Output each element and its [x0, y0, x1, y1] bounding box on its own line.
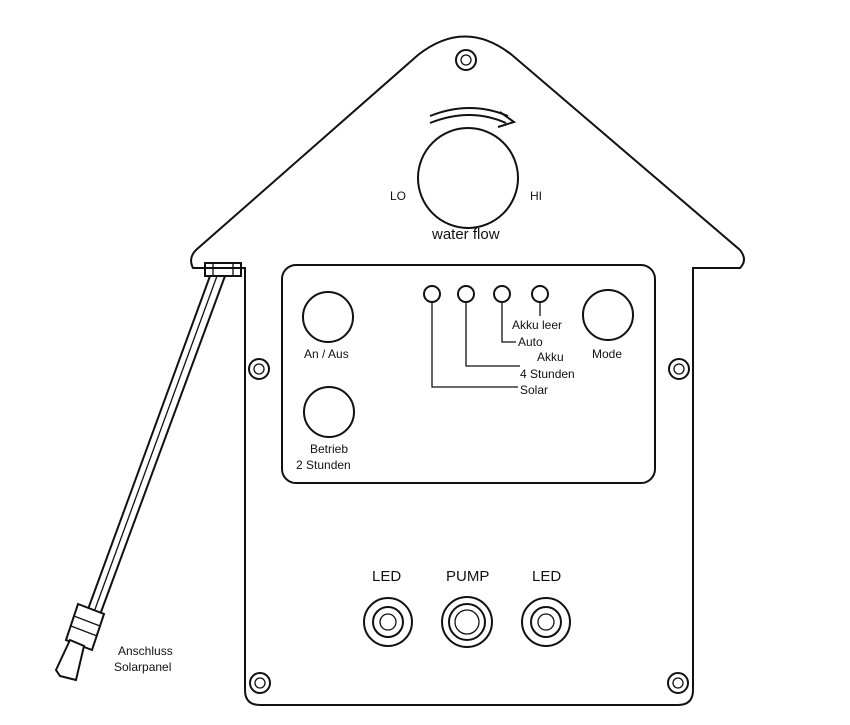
power-button[interactable] [302, 291, 354, 343]
leader-auto [501, 302, 516, 343]
rotation-arrow-icon [429, 107, 517, 128]
cable-gland-icon [204, 262, 242, 277]
mode-button[interactable] [582, 289, 634, 341]
dial-caption: water flow [431, 226, 500, 243]
socket-led-right-label: LED [532, 568, 561, 585]
water-flow-dial[interactable] [417, 127, 519, 229]
cable-label-line1: Anschluss [118, 644, 173, 658]
control-panel [281, 264, 656, 484]
indicator-akku-4h [457, 285, 475, 303]
timer-button-label-1: Betrieb [310, 442, 348, 456]
leader-akku-4h [465, 302, 520, 367]
indicator-akku-leer [531, 285, 549, 303]
timer-button-label-2: 2 Stunden [296, 458, 351, 472]
right-screw-icon [668, 358, 690, 380]
top-screw-icon [455, 49, 477, 71]
leader-solar [431, 302, 518, 388]
indicator-solar-label: Solar [520, 383, 548, 397]
indicator-akku-label-1: Akku [537, 350, 564, 364]
socket-led-left[interactable] [363, 597, 413, 647]
socket-pump-label: PUMP [446, 568, 489, 585]
dial-hi-label: HI [530, 189, 542, 203]
left-screw-icon [248, 358, 270, 380]
indicator-akku-label-2: 4 Stunden [520, 367, 575, 381]
indicator-akku-leer-label: Akku leer [512, 318, 562, 332]
socket-led-left-label: LED [372, 568, 401, 585]
mode-button-label: Mode [592, 347, 622, 361]
solar-connector-icon [54, 602, 106, 682]
bottom-left-screw-icon [249, 672, 271, 694]
cable-label-line2: Solarpanel [114, 660, 171, 674]
power-button-label: An / Aus [304, 347, 349, 361]
dial-lo-label: LO [390, 189, 406, 203]
socket-led-right[interactable] [521, 597, 571, 647]
indicator-auto-label: Auto [518, 335, 543, 349]
timer-button[interactable] [303, 386, 355, 438]
indicator-auto [493, 285, 511, 303]
housing-outline [190, 35, 745, 706]
solar-cable [86, 275, 226, 613]
indicator-solar [423, 285, 441, 303]
bottom-right-screw-icon [667, 672, 689, 694]
socket-pump[interactable] [441, 596, 493, 648]
